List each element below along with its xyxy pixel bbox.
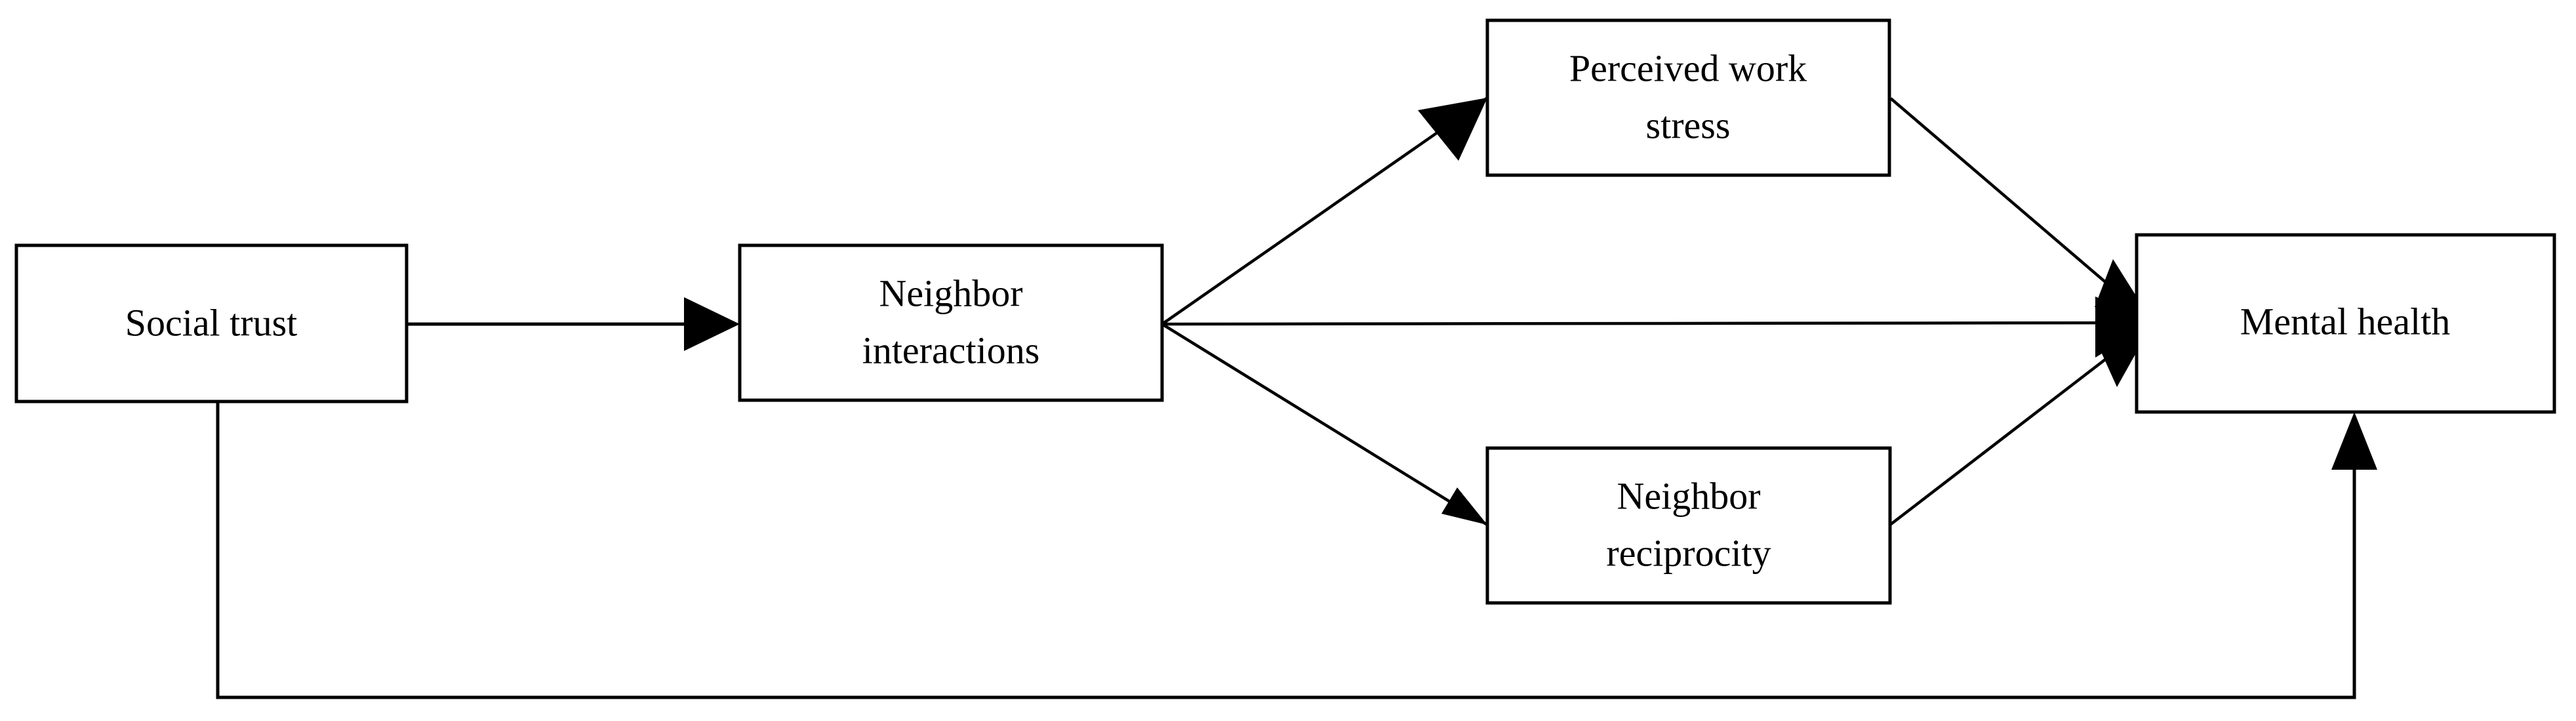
edge-path-trust-health-direct [216,402,2356,699]
edge-interactions-to-reciprocity [1161,323,1489,526]
node-perceived-work-stress[interactable]: Perceived work stress [1485,18,1891,177]
edge-interactions-to-stress [1161,96,1489,325]
edge-line-interactions-health [1161,321,2137,326]
node-neighbor-interactions-box[interactable] [738,243,1164,402]
node-mental-health[interactable]: Mental health [2135,233,2556,414]
node-mental-health-label: Mental health [2240,300,2451,342]
edge-trust-to-interactions [407,297,740,351]
node-social-trust-box[interactable] [14,243,409,403]
edge-reciprocity-to-health [1889,321,2154,526]
node-mental-health-box[interactable] [2135,233,2556,414]
node-neighbor-interactions-label-line2: interactions [862,329,1040,371]
edge-line-interactions-stress [1161,96,1489,325]
node-neighbor-reciprocity[interactable]: Neighbor reciprocity [1485,446,1892,605]
edge-trust-to-health-direct [216,402,2377,699]
edge-interactions-to-health [1161,297,2153,358]
edge-stress-to-health [1889,97,2154,324]
arrow-head-interactions-stress [1418,98,1487,161]
node-neighbor-reciprocity-box[interactable] [1485,446,1892,605]
node-perceived-work-stress-box[interactable] [1485,18,1891,177]
node-neighbor-reciprocity-label-line1: Neighbor [1617,474,1760,517]
node-perceived-work-stress-label-line2: stress [1646,104,1731,146]
node-social-trust[interactable]: Social trust [14,243,409,403]
arrow-head-interactions-reciprocity [1441,487,1487,525]
arrow-head-trust-health-direct [2331,412,2377,470]
arrow-head-trust-interactions [684,297,740,351]
node-neighbor-interactions[interactable]: Neighbor interactions [738,243,1164,402]
node-perceived-work-stress-label-line1: Perceived work [1569,47,1807,89]
edge-line-interactions-reciprocity [1161,323,1489,526]
node-neighbor-reciprocity-label-line2: reciprocity [1606,531,1771,574]
node-neighbor-interactions-label-line1: Neighbor [879,272,1022,314]
node-social-trust-label: Social trust [125,301,298,344]
